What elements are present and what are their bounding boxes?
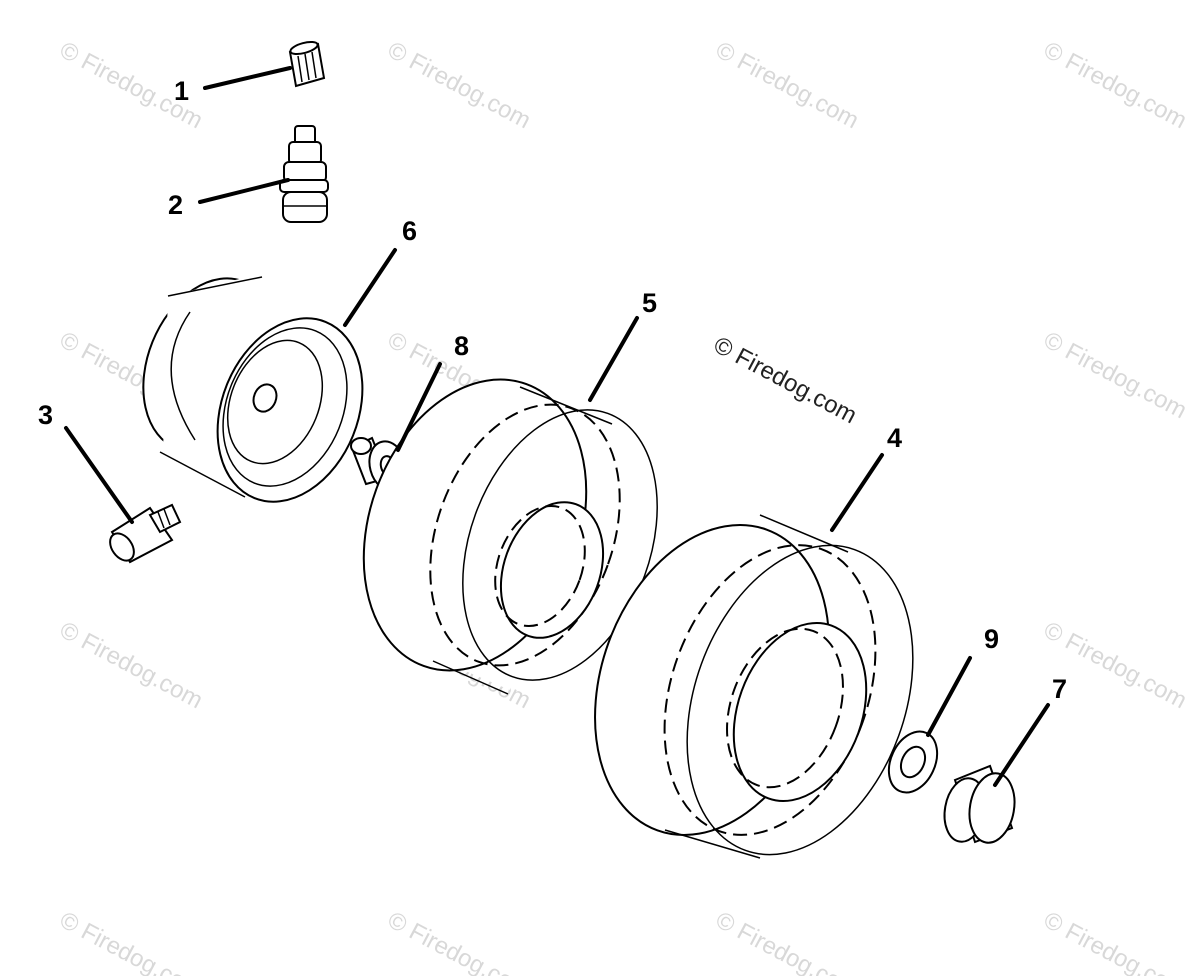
leader-line-4 [830, 453, 884, 532]
watermark: © Firedog.com [55, 906, 207, 976]
wheel-rim-icon [142, 276, 364, 503]
leader-line-2 [198, 178, 290, 204]
callout-5: 5 [642, 288, 657, 318]
callout-2: 2 [168, 190, 183, 220]
leader-line-1 [203, 66, 292, 90]
leader-line-9 [926, 656, 972, 737]
washer-icon [887, 730, 939, 794]
leader-line-8 [396, 362, 442, 452]
leader-line-7 [993, 703, 1050, 787]
watermark: © Firedog.com [1039, 326, 1191, 424]
callout-3: 3 [38, 400, 53, 430]
callout-9: 9 [984, 624, 999, 654]
callout-1: 1 [174, 76, 189, 106]
callout-8: 8 [454, 331, 469, 361]
valve-cap-icon [288, 40, 326, 88]
leader-lines [64, 66, 1050, 787]
callout-labels: 1 2 6 8 3 5 4 9 7 [38, 76, 1067, 704]
leader-line-5 [588, 316, 639, 402]
bushing-icon [943, 764, 1016, 844]
leader-line-6 [343, 248, 397, 327]
valve-stem-icon [279, 125, 329, 223]
tire-icon [362, 378, 658, 695]
watermark: © Firedog.com [711, 36, 863, 134]
watermark: © Firedog.com [55, 616, 207, 714]
leader-line-3 [64, 426, 134, 524]
watermark-grid: © Firedog.com © Firedog.com © Firedog.co… [55, 36, 1191, 976]
grease-fitting-icon [109, 503, 182, 564]
watermark: © Firedog.com [1039, 36, 1191, 134]
callout-7: 7 [1052, 674, 1067, 704]
tire-icon [594, 514, 914, 859]
watermark: © Firedog.com [383, 36, 535, 134]
watermark: © Firedog.com [711, 906, 863, 976]
callout-6: 6 [402, 216, 417, 246]
copyright-watermark: © Firedog.com [709, 331, 861, 429]
watermark: © Firedog.com [1039, 906, 1191, 976]
watermark: © Firedog.com [383, 906, 535, 976]
callout-4: 4 [887, 423, 902, 453]
